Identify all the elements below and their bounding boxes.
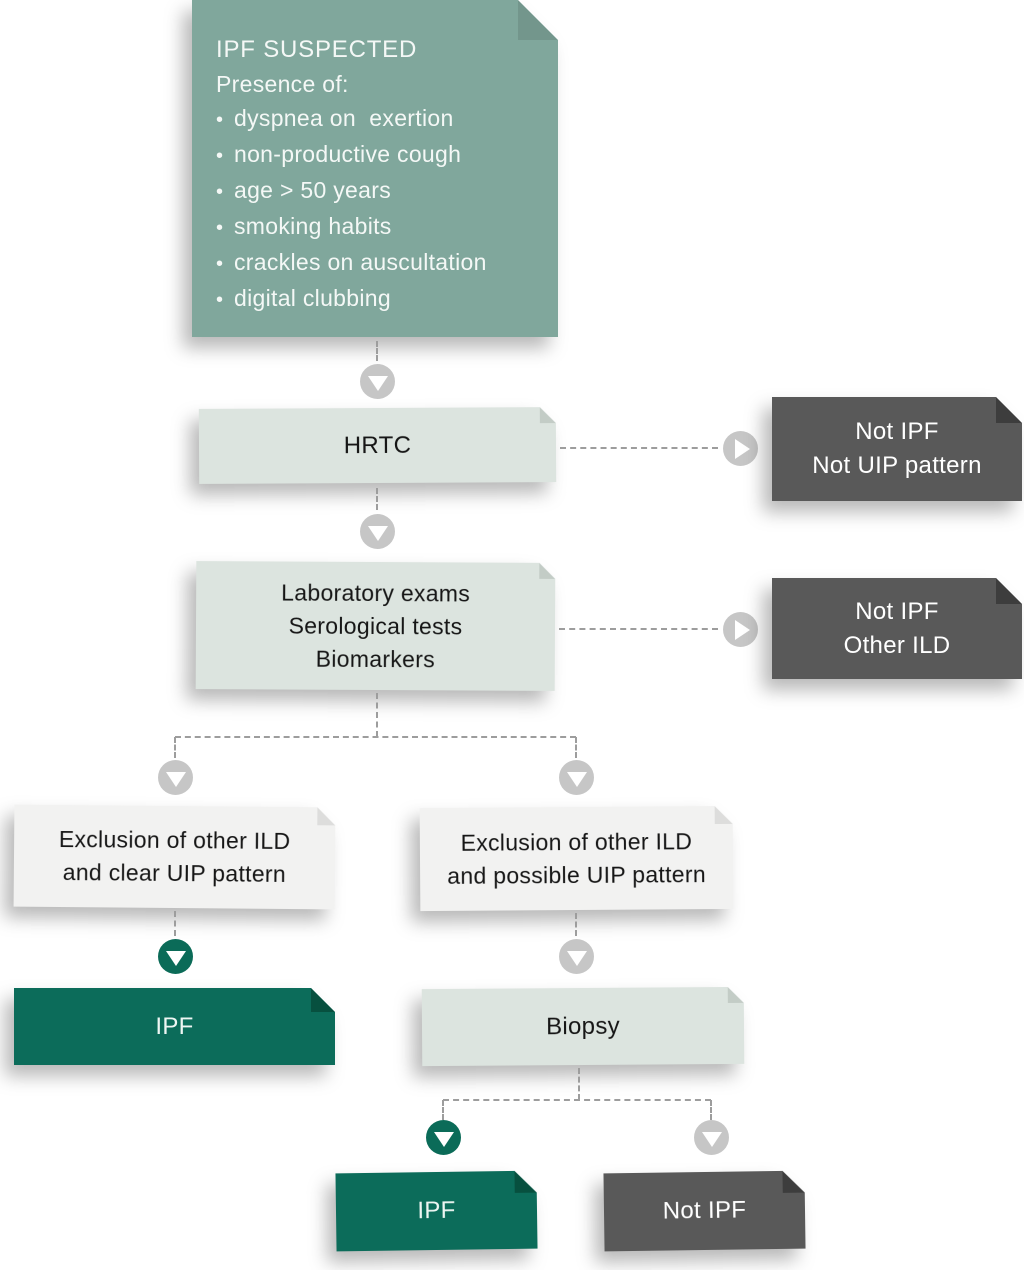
arrow-down-icon bbox=[694, 1120, 729, 1155]
connector-biopsy-left bbox=[442, 1100, 444, 1120]
node-laboratory-exams: Laboratory exams Serological tests Bioma… bbox=[196, 561, 556, 691]
node-not-ipf-not-uip: Not IPF Not UIP pattern bbox=[772, 397, 1022, 501]
arrow-down-icon bbox=[559, 939, 594, 974]
arrow-down-icon bbox=[158, 939, 193, 974]
arrow-down-icon bbox=[360, 514, 395, 549]
node-biopsy: Biopsy bbox=[422, 987, 745, 1066]
bullet-icon: • bbox=[216, 289, 224, 311]
arrow-down-icon bbox=[426, 1120, 461, 1155]
suspected-bullet: • age > 50 years bbox=[216, 173, 391, 209]
node-ipf-suspected: IPF SUSPECTED Presence of: • dyspnea on … bbox=[192, 0, 558, 337]
suspected-bullet: • crackles on auscultation bbox=[216, 245, 487, 281]
connector-suspected-hrtc bbox=[376, 341, 378, 361]
bullet-icon: • bbox=[216, 253, 224, 275]
connector-biopsy-right bbox=[710, 1100, 712, 1120]
connector-split-bar bbox=[175, 736, 576, 738]
node-hrtc: HRTC bbox=[199, 407, 556, 484]
arrow-down-icon bbox=[559, 760, 594, 795]
connector-biopsy-split bbox=[578, 1068, 580, 1100]
bullet-icon: • bbox=[216, 109, 224, 131]
arrow-right-icon bbox=[723, 612, 758, 647]
connector-clear-ipf bbox=[174, 911, 176, 936]
node-not-ipf-other-ild: Not IPF Other ILD bbox=[772, 578, 1022, 679]
suspected-bullet: • non-productive cough bbox=[216, 137, 461, 173]
hrtc-label: HRTC bbox=[343, 431, 412, 459]
connector-labs-otherild bbox=[559, 628, 718, 630]
connector-hrtc-labs bbox=[376, 488, 378, 510]
connector-hrtc-notipf bbox=[560, 447, 718, 449]
bullet-icon: • bbox=[216, 217, 224, 239]
connector-labs-split bbox=[376, 693, 378, 737]
bullet-icon: • bbox=[216, 145, 224, 167]
connector-split-right bbox=[575, 737, 577, 758]
connector-biopsy-bar bbox=[443, 1099, 711, 1101]
connector-split-left bbox=[174, 737, 176, 758]
suspected-bullet: • smoking habits bbox=[216, 209, 392, 245]
node-not-ipf-bottom: Not IPF bbox=[603, 1171, 805, 1252]
suspected-bullet: • dyspnea on exertion bbox=[216, 101, 454, 137]
suspected-title: IPF SUSPECTED bbox=[216, 36, 418, 63]
node-exclusion-possible-uip: Exclusion of other ILD and possible UIP … bbox=[420, 806, 734, 911]
arrow-right-icon bbox=[723, 431, 758, 466]
connector-possible-biopsy bbox=[575, 913, 577, 936]
arrow-down-icon bbox=[158, 760, 193, 795]
suspected-subtitle: Presence of: bbox=[216, 71, 349, 97]
bullet-icon: • bbox=[216, 181, 224, 203]
node-exclusion-clear-uip: Exclusion of other ILD and clear UIP pat… bbox=[14, 805, 336, 910]
suspected-bullet: • digital clubbing bbox=[216, 281, 391, 317]
arrow-down-icon bbox=[360, 364, 395, 399]
node-ipf-left: IPF bbox=[14, 988, 335, 1065]
node-ipf-bottom: IPF bbox=[335, 1171, 537, 1252]
